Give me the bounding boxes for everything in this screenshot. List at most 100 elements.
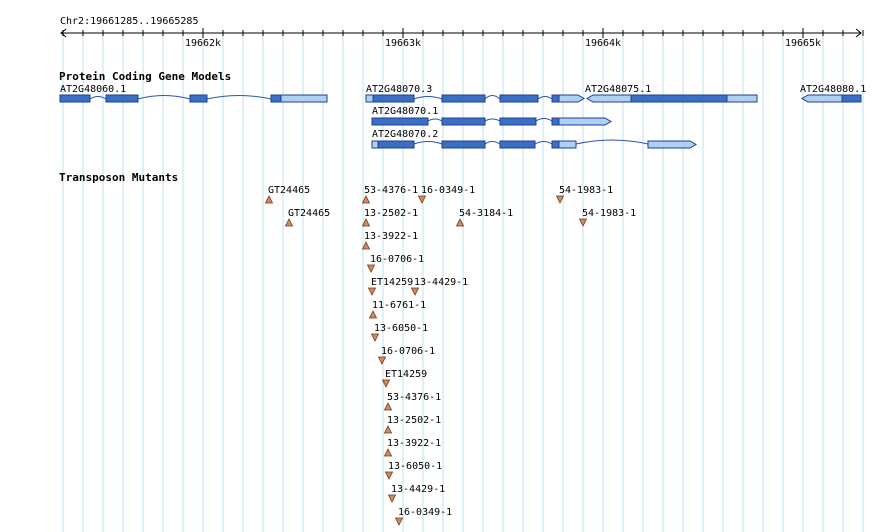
exon-block (372, 94, 415, 103)
exon-block (270, 94, 282, 103)
transposon-feature[interactable]: GT24465 (264, 185, 311, 204)
gene-label: AT2G48080.1 (800, 84, 866, 95)
ruler-tick-label: 19665k (785, 38, 821, 49)
down-triangle-icon[interactable] (578, 218, 588, 227)
transposon-feature[interactable]: ET14259 (367, 277, 414, 296)
exon-block (441, 94, 486, 103)
transposon-feature[interactable]: 53-4376-1 (383, 392, 442, 411)
gene-model-at2g48060-1[interactable]: AT2G48060.1 (59, 84, 328, 103)
exon-block (105, 94, 139, 103)
transposon-label: 54-1983-1 (582, 208, 636, 219)
exon-block (377, 140, 415, 149)
gene-model-at2g48070-2[interactable]: AT2G48070.2 (371, 129, 697, 149)
utr-block (558, 140, 577, 149)
transposon-label: 13-2502-1 (387, 415, 441, 426)
up-triangle-icon[interactable] (361, 218, 371, 227)
gene-label: AT2G48070.2 (372, 129, 438, 140)
exon-block (551, 94, 560, 103)
down-triangle-icon[interactable] (417, 195, 427, 204)
gene-models-track: AT2G48060.1 AT2G48070.3 AT2G48070.1 (59, 84, 866, 149)
transposon-feature[interactable]: 16-0349-1 (417, 185, 476, 204)
transposon-feature[interactable]: 11-6761-1 (368, 300, 427, 319)
transposon-label: 13-3922-1 (387, 438, 441, 449)
intron-line (413, 95, 553, 100)
exon-block (59, 94, 91, 103)
transposon-feature[interactable]: 13-3922-1 (383, 438, 442, 457)
gene-model-at2g48070-3[interactable]: AT2G48070.3 (365, 84, 585, 103)
transposon-feature[interactable]: 13-2502-1 (361, 208, 419, 227)
transposon-feature[interactable]: 54-1983-1 (555, 185, 614, 204)
utr-block (280, 94, 328, 103)
down-triangle-icon[interactable] (384, 471, 394, 480)
ruler-tick-label: 19664k (585, 38, 621, 49)
transposon-feature[interactable]: GT24465 (284, 208, 331, 227)
transposon-feature[interactable]: 16-0349-1 (394, 507, 453, 526)
transposon-feature[interactable]: 54-3184-1 (455, 208, 514, 227)
transposon-feature[interactable]: 54-1983-1 (578, 208, 637, 227)
utr-block (365, 94, 374, 103)
down-triangle-icon[interactable] (366, 264, 376, 273)
ruler-right-arrow-icon[interactable] (855, 28, 862, 38)
transposon-feature[interactable]: ET14259 (381, 369, 428, 388)
transposon-feature[interactable]: 13-4429-1 (387, 484, 446, 503)
exon-block (841, 94, 862, 103)
ruler-minor-ticks (62, 30, 864, 36)
up-triangle-icon[interactable] (361, 195, 371, 204)
down-triangle-icon[interactable] (370, 333, 380, 342)
coordinate-ruler: Chr2:19661285..19665285 19662k 19663k 19… (60, 16, 864, 49)
transposon-label: 13-6050-1 (388, 461, 442, 472)
utr-block (726, 94, 758, 103)
down-triangle-icon[interactable] (377, 356, 387, 365)
up-triangle-icon[interactable] (383, 425, 393, 434)
transposon-label: GT24465 (268, 185, 310, 196)
transposon-label: 13-2502-1 (364, 208, 418, 219)
transposon-label: 16-0706-1 (381, 346, 435, 357)
gene-model-at2g48070-1[interactable]: AT2G48070.1 (371, 106, 612, 126)
exon-block (371, 117, 429, 126)
transposon-label: 13-4429-1 (391, 484, 445, 495)
transposon-label: 16-0706-1 (370, 254, 424, 265)
grid-lines (62, 34, 864, 532)
transposon-feature[interactable]: 13-6050-1 (370, 323, 429, 342)
transposon-label: 13-6050-1 (374, 323, 428, 334)
transposon-label: 16-0349-1 (421, 185, 475, 196)
utr-block (647, 140, 697, 149)
down-triangle-icon[interactable] (410, 287, 420, 296)
transposon-feature[interactable]: 16-0706-1 (377, 346, 436, 365)
utr-block (801, 94, 843, 103)
transposon-feature[interactable]: 13-4429-1 (410, 277, 469, 296)
up-triangle-icon[interactable] (264, 195, 274, 204)
transposon-feature[interactable]: 53-4376-1 (361, 185, 419, 204)
down-triangle-icon[interactable] (367, 287, 377, 296)
up-triangle-icon[interactable] (383, 448, 393, 457)
down-triangle-icon[interactable] (394, 517, 404, 526)
intron-line (427, 118, 553, 122)
down-triangle-icon[interactable] (381, 379, 391, 388)
down-triangle-icon[interactable] (387, 494, 397, 503)
up-triangle-icon[interactable] (368, 310, 378, 319)
utr-block (558, 94, 585, 103)
ruler-left-arrow-icon[interactable] (60, 28, 67, 38)
ruler-label: Chr2:19661285..19665285 (60, 16, 198, 27)
intron-line (413, 139, 649, 145)
down-triangle-icon[interactable] (555, 195, 565, 204)
up-triangle-icon[interactable] (361, 241, 371, 250)
transposon-feature[interactable]: 13-6050-1 (384, 461, 443, 480)
transposon-feature[interactable]: 16-0706-1 (366, 254, 425, 273)
up-triangle-icon[interactable] (383, 402, 393, 411)
ruler-tick-label: 19663k (385, 38, 421, 49)
utr-block (586, 94, 632, 103)
up-triangle-icon[interactable] (455, 218, 465, 227)
utr-block (558, 117, 612, 126)
gene-model-at2g48080-1[interactable]: AT2G48080.1 (800, 84, 866, 103)
gene-label: AT2G48075.1 (585, 84, 651, 95)
up-triangle-icon[interactable] (284, 218, 294, 227)
transposon-feature[interactable]: 13-3922-1 (361, 231, 419, 250)
exon-block (630, 94, 728, 103)
transposon-label: 54-3184-1 (459, 208, 513, 219)
transposon-feature[interactable]: 13-2502-1 (383, 415, 442, 434)
gene-model-at2g48075-1[interactable]: AT2G48075.1 (585, 84, 758, 103)
